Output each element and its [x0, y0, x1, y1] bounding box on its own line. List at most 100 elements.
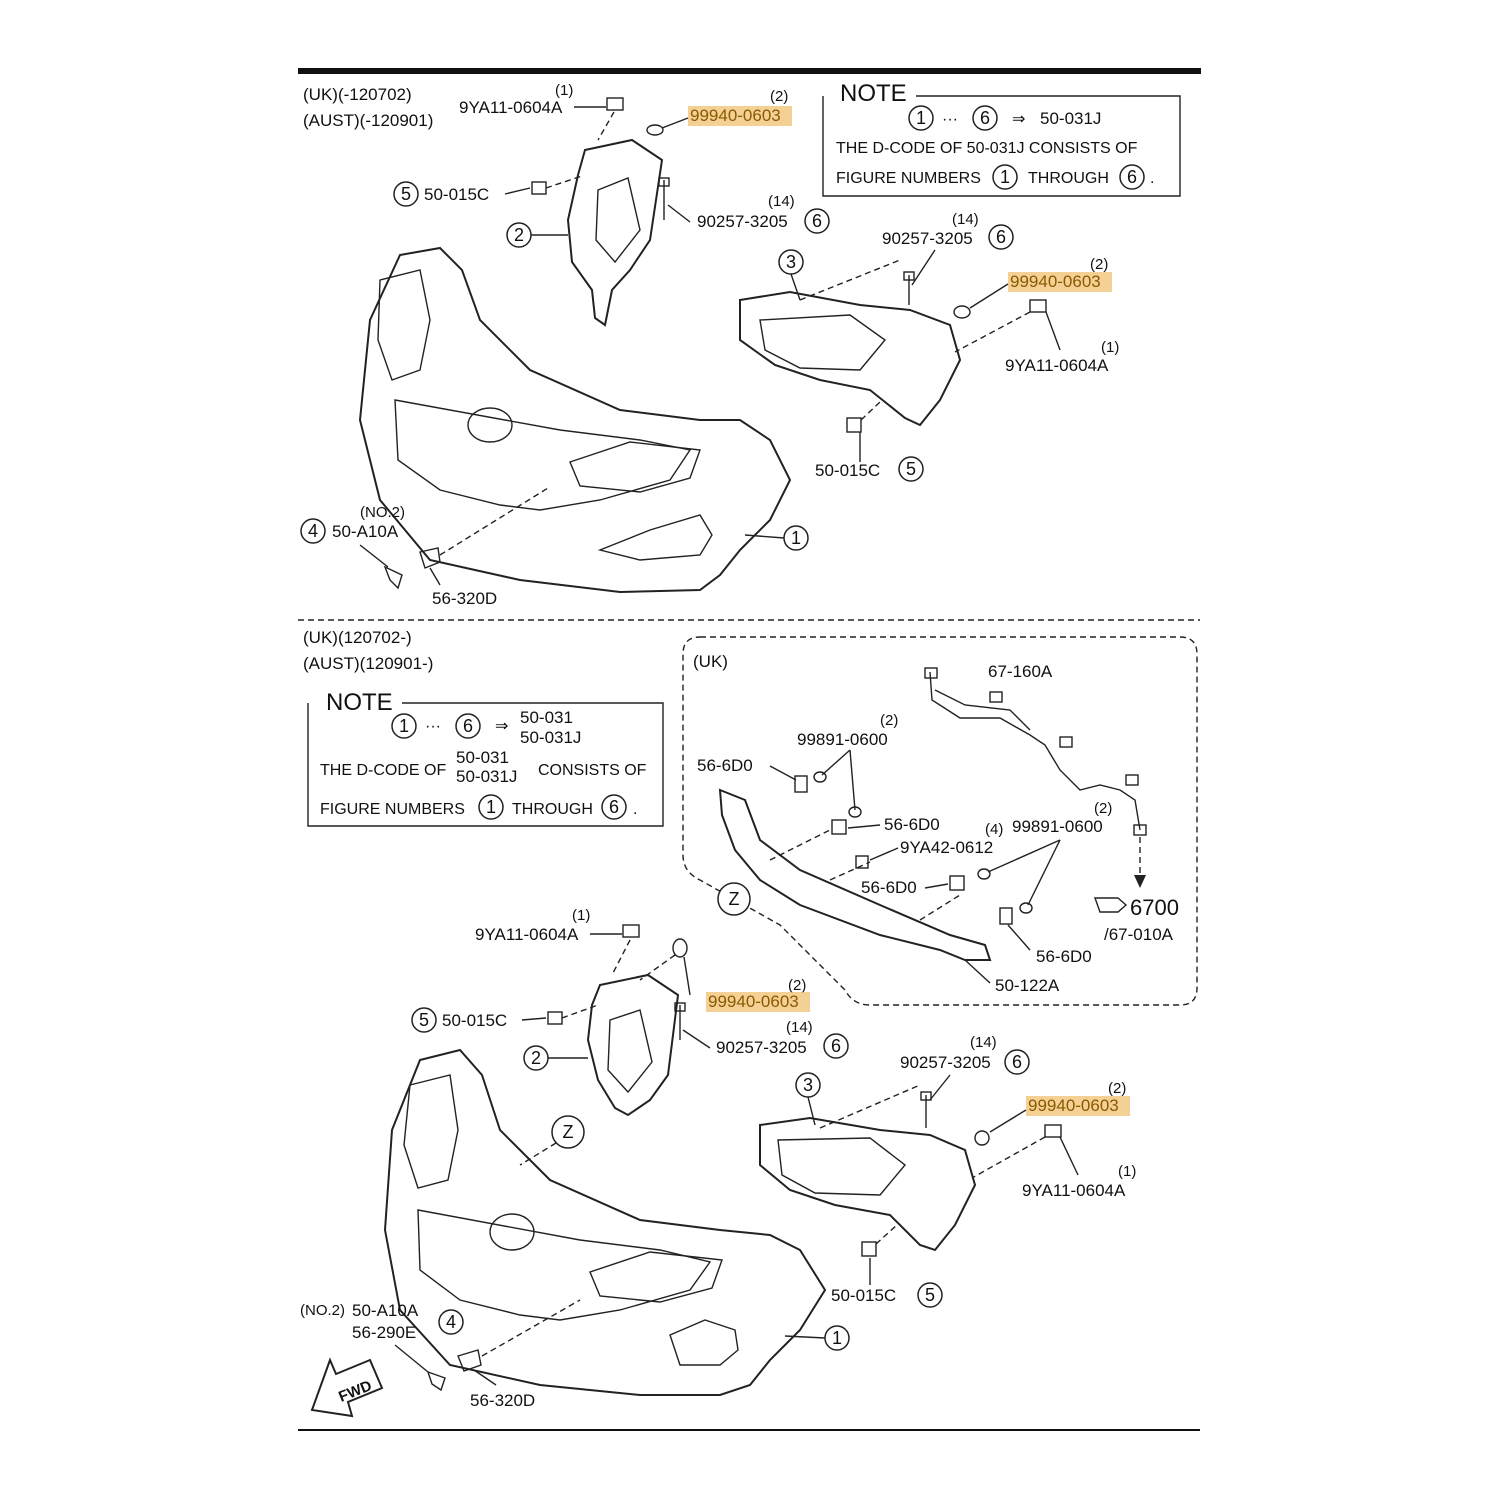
top-note-line3-end: .: [1150, 170, 1154, 187]
bottom-note-line2-code-b: 50-031J: [456, 767, 517, 786]
top-washer-left-icon: [646, 124, 664, 136]
top-screw-right-icon: [846, 401, 881, 433]
bottom-note-dots: ···: [425, 718, 441, 735]
inset-bolt-qty: (4): [985, 821, 1003, 838]
bottom-clip-left-qty: (14): [786, 1019, 813, 1036]
bottom-note-line3-from: 1: [486, 797, 496, 817]
bottom-clip-right-qty: (14): [970, 1034, 997, 1051]
inset-bolt-icon: [855, 855, 869, 869]
top-washer-right-icon: [953, 305, 971, 319]
bottom-note-box: NOTE 1 ··· 6 ⇒ 50-031 50-031J THE D-CODE…: [307, 689, 664, 827]
bottom-clip-left-icon: [674, 1002, 686, 1040]
top-bracket-left: [566, 138, 664, 327]
bottom-washer-left-label: 99940-0603: [708, 992, 799, 1011]
top-note-line2: THE D-CODE OF 50-031J CONSISTS OF: [836, 140, 1138, 157]
bottom-bracket-right-num: 3: [803, 1075, 813, 1095]
bottom-clip-right-num: 6: [1012, 1052, 1022, 1072]
bottom-note-line2b: CONSISTS OF: [538, 762, 647, 779]
inset-ref-main: 6700: [1130, 895, 1179, 920]
top-note-box: NOTE 1 ··· 6 ⇒ 50-031J THE D-CODE OF 50-…: [822, 80, 1181, 197]
top-bolt-left-label: 9YA11-0604A: [459, 98, 563, 117]
bottom-screw-right-label: 50-015C: [831, 1286, 896, 1305]
inset-bracket-c-label: 56-6D0: [861, 878, 917, 897]
top-bolt-right-icon: [954, 299, 1047, 353]
top-cap-num: 4: [308, 521, 318, 541]
bottom-washer-right-qty: (2): [1108, 1080, 1126, 1097]
bottom-note-code-b: 50-031J: [520, 728, 581, 747]
top-screw-left-label: 50-015C: [424, 185, 489, 204]
bottom-washer-left-qty: (2): [788, 977, 806, 994]
bottom-note-line2a: THE D-CODE OF: [320, 762, 446, 779]
top-cap-label: 50-A10A: [332, 522, 399, 541]
inset-rail: [718, 788, 992, 961]
bottom-clip-right-label: 90257-3205: [900, 1053, 991, 1072]
bottom-note-from: 1: [399, 716, 409, 736]
top-note-line3a: FIGURE NUMBERS: [836, 170, 981, 187]
bottom-bumper-num: 1: [832, 1328, 842, 1348]
bottom-washer-right-icon: [974, 1130, 990, 1146]
top-clip-left-num: 6: [812, 211, 822, 231]
top-clip-right-icon: [903, 271, 915, 305]
top-clip-right-num: 6: [996, 227, 1006, 247]
harness-icon: [929, 671, 1141, 831]
bottom-region-aust: (AUST)(120901-): [303, 654, 433, 673]
top-note-from: 1: [916, 108, 926, 128]
top-note-line3-from: 1: [1000, 167, 1010, 187]
top-clip-right-label: 90257-3205: [882, 229, 973, 248]
top-note-to: 6: [980, 108, 990, 128]
top-region-aust: (AUST)(-120901): [303, 111, 433, 130]
top-screw-right-label: 50-015C: [815, 461, 880, 480]
top-screw-left-num: 5: [401, 184, 411, 204]
top-clip-left-icon: [658, 177, 670, 220]
top-note-code: 50-031J: [1040, 109, 1101, 128]
top-rule: [298, 68, 1201, 74]
top-bolt-right-qty: (1): [1101, 339, 1119, 356]
inset-washer-top-qty: (2): [880, 712, 898, 729]
top-screw-right-num: 5: [906, 459, 916, 479]
bottom-screw-left-icon: [547, 1004, 599, 1025]
bottom-bumper: [383, 1048, 827, 1396]
bottom-note-line3a: FIGURE NUMBERS: [320, 801, 465, 818]
bottom-bolt-right-label: 9YA11-0604A: [1022, 1181, 1126, 1200]
top-hook-label: 56-320D: [432, 589, 497, 608]
bottom-bolt-left-label: 9YA11-0604A: [475, 925, 579, 944]
top-hook-icon: [419, 547, 441, 569]
top-note-line3-to: 6: [1127, 167, 1137, 187]
inset-ref-sub: /67-010A: [1104, 925, 1174, 944]
bottom-bracket-left-num: 2: [531, 1048, 541, 1068]
bottom-bolt-left-qty: (1): [572, 907, 590, 924]
top-bracket-right: [739, 290, 962, 427]
inset-bracket-a-icon: [794, 775, 808, 793]
inset-bracket-c-icon: [949, 875, 965, 891]
top-region-uk: (UK)(-120702): [303, 85, 412, 104]
bottom-cap-num: 4: [446, 1312, 456, 1332]
inset-bracket-a-label: 56-6D0: [697, 756, 753, 775]
top-washer-right-label: 99940-0603: [1010, 272, 1101, 291]
top-cap-qty: (NO.2): [360, 504, 405, 521]
bottom-cap-label2: 56-290E: [352, 1323, 416, 1342]
bottom-section: (UK)(120702-) (AUST)(120901-) NOTE 1 ···…: [300, 628, 1198, 1418]
bottom-hook-icon: [457, 1349, 482, 1372]
bottom-region-uk: (UK)(120702-): [303, 628, 412, 647]
inset-bolt-label: 9YA42-0612: [900, 838, 993, 857]
fwd-label: FWD: [336, 1377, 374, 1406]
bottom-note-line3-end: .: [633, 801, 637, 818]
inset-bracket-d-label: 56-6D0: [1036, 947, 1092, 966]
bottom-note-title: NOTE: [326, 689, 393, 716]
bottom-cap-label: 50-A10A: [352, 1301, 419, 1320]
bottom-screw-right-num: 5: [925, 1285, 935, 1305]
top-note-line3b: THROUGH: [1028, 170, 1109, 187]
bottom-bracket-right: [759, 1116, 977, 1252]
bottom-washer-right-label: 99940-0603: [1028, 1096, 1119, 1115]
bottom-clip-right-icon: [920, 1091, 932, 1128]
inset-title: (UK): [693, 652, 728, 671]
bottom-hook-label: 56-320D: [470, 1391, 535, 1410]
top-bracket-right-num: 3: [786, 252, 796, 272]
reference-hand-icon: [1094, 897, 1128, 913]
inset-washer-mid-label: 99891-0600: [1012, 817, 1103, 836]
top-screw-left-icon: [531, 175, 583, 195]
top-bumper-num: 1: [791, 528, 801, 548]
bottom-note-arrow: ⇒: [495, 718, 508, 735]
top-washer-left-label: 99940-0603: [690, 106, 781, 125]
fwd-arrow-icon: FWD: [310, 1357, 384, 1418]
